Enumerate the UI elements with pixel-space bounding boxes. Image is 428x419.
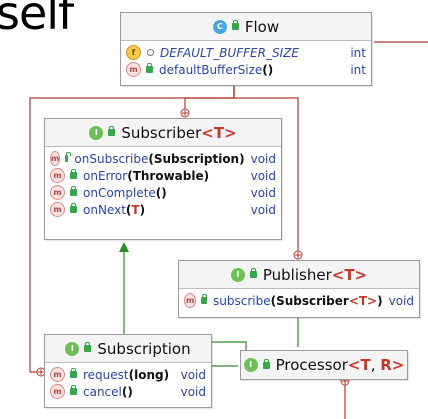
processor-title: Processor<T, R> — [275, 356, 405, 374]
method-icon: m — [50, 202, 65, 217]
method-param-type: T — [131, 202, 140, 217]
interface-icon: I — [65, 341, 80, 356]
publisher-header: I Publisher<T> — [179, 261, 419, 289]
method-params: () — [262, 62, 274, 77]
subscription-method-row[interactable]: m cancel() void — [50, 383, 206, 400]
flow-class-box[interactable]: C Flow f DEFAULT_BUFFER_SIZE int m defau… — [120, 12, 372, 86]
method-icon: m — [50, 151, 61, 166]
method-params: (long) — [128, 367, 170, 382]
public-visibility-icon — [108, 126, 116, 136]
processor-interface-box[interactable]: I Processor<T, R> — [240, 350, 408, 380]
public-visibility-icon — [65, 152, 72, 162]
public-visibility-icon — [249, 268, 257, 278]
method-return-type: void — [250, 151, 276, 166]
method-name: onSubscribe — [74, 151, 149, 166]
flow-to-subscriber-line — [184, 86, 235, 114]
public-visibility-icon — [84, 342, 92, 352]
method-icon: m — [126, 62, 141, 77]
method-params: (Throwable) — [127, 168, 210, 183]
flow-field-row[interactable]: f DEFAULT_BUFFER_SIZE int — [126, 44, 366, 61]
field-type: int — [350, 45, 366, 60]
public-visibility-icon — [70, 368, 77, 378]
method-return-type: int — [350, 62, 366, 77]
method-param-type: <T> — [348, 293, 378, 308]
public-visibility-icon — [201, 294, 208, 304]
method-params-close: ) — [139, 202, 146, 217]
public-visibility-icon — [70, 203, 77, 213]
public-visibility-icon — [262, 358, 270, 369]
interface-icon: I — [230, 267, 245, 282]
class-icon: C — [212, 19, 227, 34]
flow-method-row[interactable]: m defaultBufferSize() int — [126, 61, 366, 78]
subscriber-header: I Subscriber<T> — [45, 119, 281, 147]
method-params: () — [121, 384, 133, 399]
method-params-close: ) — [377, 293, 383, 308]
subscriber-arrowhead — [119, 242, 129, 252]
subscriber-method-row[interactable]: m onNext(T) void — [50, 201, 276, 218]
flow-to-publisher-line — [233, 86, 299, 256]
method-return-type: void — [250, 185, 276, 200]
method-name: onComplete — [83, 185, 156, 200]
method-name: defaultBufferSize — [159, 62, 263, 77]
method-icon: m — [50, 367, 65, 382]
flow-class-title: Flow — [244, 17, 280, 36]
subscription-interface-box[interactable]: I Subscription m request(long) void m ca… — [44, 334, 212, 408]
field-icon: f — [126, 45, 141, 60]
subscription-header: I Subscription — [45, 335, 211, 363]
method-return-type: void — [250, 168, 276, 183]
subscription-title: Subscription — [97, 339, 191, 358]
method-name: cancel — [83, 384, 122, 399]
interface-icon: I — [89, 125, 104, 140]
public-visibility-icon — [70, 186, 77, 196]
method-name: onNext — [83, 202, 126, 217]
subscriber-interface-box[interactable]: I Subscriber<T> m onSubscribe(Subscripti… — [44, 118, 282, 240]
interface-icon: I — [243, 358, 258, 372]
method-return-type: void — [250, 202, 276, 217]
field-name: DEFAULT_BUFFER_SIZE — [160, 45, 299, 60]
method-return-type: void — [180, 367, 206, 382]
method-icon: m — [50, 384, 65, 399]
method-params-open: (Subscriber — [270, 293, 349, 308]
method-icon: m — [184, 293, 197, 308]
subscriber-method-row[interactable]: m onSubscribe(Subscription) void — [50, 150, 276, 167]
clipped-heading-text: self — [0, 0, 74, 40]
method-return-type: void — [388, 293, 414, 308]
public-visibility-icon — [70, 169, 77, 179]
method-return-type: void — [180, 384, 206, 399]
method-params: (Subscription) — [148, 151, 245, 166]
publisher-title: Publisher<T> — [262, 265, 368, 284]
method-name: request — [83, 367, 129, 382]
publisher-interface-box[interactable]: I Publisher<T> m subscribe(Subscriber<T>… — [178, 260, 420, 318]
subscriber-title: Subscriber<T> — [121, 123, 237, 142]
processor-header: I Processor<T, R> — [241, 351, 407, 379]
method-name: onError — [83, 168, 128, 183]
flow-class-header: C Flow — [121, 13, 371, 41]
publisher-method-row[interactable]: m subscribe(Subscriber<T>) void — [184, 292, 414, 309]
subscription-method-row[interactable]: m request(long) void — [50, 366, 206, 383]
method-icon: m — [50, 168, 65, 183]
public-visibility-icon — [70, 385, 77, 395]
protected-visibility-icon — [147, 49, 154, 56]
public-visibility-icon — [231, 20, 239, 30]
method-name: subscribe — [213, 293, 271, 308]
public-visibility-icon — [146, 63, 153, 73]
subscriber-method-row[interactable]: m onComplete() void — [50, 184, 276, 201]
method-params-open: ( — [125, 202, 132, 217]
method-params: () — [155, 185, 167, 200]
subscriber-method-row[interactable]: m onError(Throwable) void — [50, 167, 276, 184]
method-icon: m — [50, 185, 65, 200]
